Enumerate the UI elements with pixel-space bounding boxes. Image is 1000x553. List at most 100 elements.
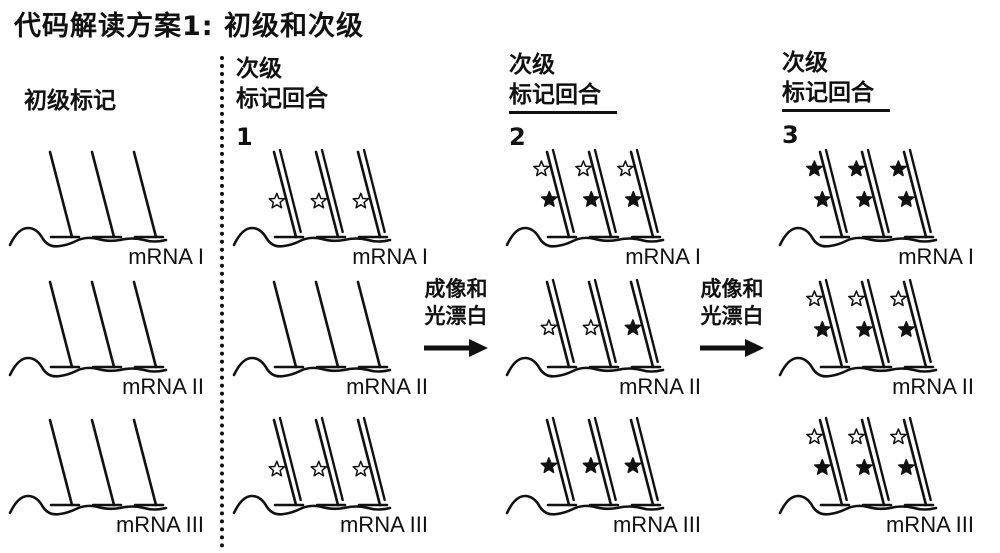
arrow-label-line: 成像和 — [700, 277, 764, 301]
primary-probe-line — [587, 280, 613, 369]
open-star-icon — [806, 428, 823, 445]
mrna-strand — [505, 226, 665, 248]
filled-star-icon — [624, 457, 642, 474]
mrna-label: mRNA I — [128, 244, 204, 269]
mrna-diagram — [778, 416, 938, 516]
primary-probe-line — [314, 150, 340, 239]
open-star-icon — [352, 192, 370, 209]
right-arrow-icon — [700, 339, 764, 357]
primary-probe-line — [90, 280, 116, 369]
secondary-probe-line — [635, 416, 659, 502]
secondary-probe-line — [908, 148, 932, 234]
open-star-icon — [848, 428, 865, 445]
primary-probe-line — [90, 150, 116, 239]
secondary-probe-line — [593, 148, 617, 234]
primary-probe-line — [818, 280, 844, 369]
primary-probe-line — [902, 418, 928, 507]
secondary-probe-line — [824, 278, 848, 364]
column-header-round-3: 次级 标记回合 3 — [782, 48, 890, 150]
primary-probe-line — [132, 150, 158, 239]
mrna-strand — [232, 494, 392, 516]
primary-probe-line — [587, 418, 613, 507]
primary-probe-line — [629, 150, 655, 239]
mrna-diagram — [505, 416, 665, 516]
open-star-icon — [310, 460, 328, 477]
mrna-strand — [8, 356, 168, 378]
primary-probe-line — [545, 418, 571, 507]
mrna-diagram — [778, 148, 938, 248]
mrna-label: mRNA III — [339, 512, 428, 537]
primary-probe-line — [860, 418, 886, 507]
mrna-label: mRNA I — [898, 244, 974, 269]
secondary-probe-line — [320, 148, 344, 234]
mrna-panel: mRNA II — [776, 270, 988, 400]
open-star-icon — [540, 319, 558, 336]
filled-star-icon — [806, 160, 823, 177]
primary-probe-line — [48, 150, 74, 239]
secondary-probe-line — [551, 278, 575, 364]
secondary-probe-line — [635, 278, 659, 364]
mrna-panel: mRNA I — [503, 140, 715, 270]
open-star-icon — [310, 192, 328, 209]
arrow-label-line: 成像和 — [424, 277, 488, 301]
open-star-icon — [575, 160, 592, 177]
mrna-panel: mRNA III — [776, 408, 988, 538]
filled-star-icon — [897, 190, 915, 207]
secondary-probe-line — [866, 416, 890, 502]
primary-probe-line — [272, 418, 298, 507]
secondary-probe-line — [551, 416, 575, 502]
arrow-label-line: 光漂白 — [700, 304, 764, 328]
primary-probe-line — [48, 418, 74, 507]
column-header-round-2: 次级 标记回合 2 — [509, 50, 617, 152]
primary-probe-line — [48, 280, 74, 369]
primary-probe-line — [818, 418, 844, 507]
primary-probe-line — [545, 150, 571, 239]
primary-probe-line — [902, 280, 928, 369]
header-line: 标记回合 — [782, 78, 890, 112]
secondary-probe-line — [278, 148, 302, 234]
secondary-probe-line — [824, 416, 848, 502]
mrna-label: mRNA II — [892, 374, 974, 399]
open-star-icon — [268, 192, 286, 209]
primary-probe-line — [860, 280, 886, 369]
round-number: 3 — [782, 121, 799, 149]
secondary-probe-line — [593, 278, 617, 364]
primary-probe-line — [314, 418, 340, 507]
secondary-probe-line — [866, 278, 890, 364]
mrna-diagram — [232, 416, 392, 516]
filled-star-icon — [855, 320, 873, 337]
primary-probe-line — [902, 150, 928, 239]
secondary-probe-line — [320, 416, 344, 502]
mrna-strand — [232, 356, 392, 378]
secondary-probe-line — [362, 416, 386, 502]
filled-star-icon — [624, 190, 642, 207]
open-star-icon — [890, 428, 907, 445]
secondary-probe-line — [278, 416, 302, 502]
column-divider-dotted-line — [220, 56, 224, 548]
filled-star-icon — [582, 190, 600, 207]
mrna-panel: mRNA III — [503, 408, 715, 538]
arrow-label-line: 光漂白 — [424, 304, 488, 328]
primary-probe-line — [860, 150, 886, 239]
secondary-probe-line — [635, 148, 659, 234]
mrna-diagram — [8, 280, 168, 378]
primary-probe-line — [587, 150, 613, 239]
filled-star-icon — [582, 457, 600, 474]
filled-star-icon — [855, 190, 873, 207]
filled-star-icon — [813, 190, 831, 207]
round-number: 1 — [236, 123, 253, 151]
mrna-strand — [505, 356, 665, 378]
mrna-strand — [232, 226, 392, 248]
secondary-probe-line — [551, 148, 575, 234]
column-header-round-1: 次级 标记回合 1 — [236, 54, 328, 152]
secondary-probe-line — [866, 148, 890, 234]
filled-star-icon — [540, 457, 558, 474]
mrna-panel: mRNA I — [776, 140, 988, 270]
mrna-panel: mRNA II — [230, 270, 442, 400]
mrna-panel: mRNA III — [6, 408, 218, 538]
filled-star-icon — [897, 320, 915, 337]
mrna-panel: mRNA I — [230, 140, 442, 270]
mrna-strand — [778, 226, 938, 248]
filled-star-icon — [897, 458, 915, 475]
mrna-diagram — [505, 148, 665, 248]
